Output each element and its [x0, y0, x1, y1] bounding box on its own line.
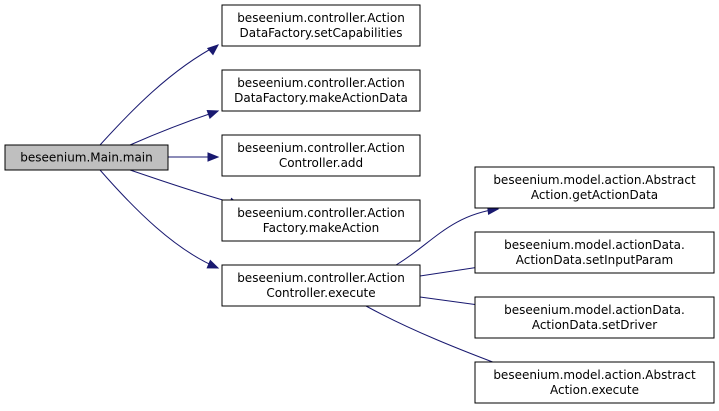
- node-box: [221, 69, 421, 112]
- node-getActionData[interactable]: beseenium.model.action.AbstractAction.ge…: [474, 166, 715, 209]
- node-label: ActionData.setInputParam: [516, 253, 674, 267]
- node-label: beseenium.model.actionData.: [504, 238, 685, 252]
- nodes-layer: beseenium.Main.main beseenium.controller.…: [4, 4, 715, 404]
- edge-line: [99, 44, 219, 146]
- node-label: Action.getActionData: [531, 188, 658, 202]
- node-execute[interactable]: beseenium.controller.ActionController.ex…: [221, 264, 421, 307]
- node-label: beseenium.Main.main: [20, 151, 153, 165]
- node-setDriver[interactable]: beseenium.model.actionData.ActionData.se…: [474, 296, 715, 339]
- node-box: [474, 166, 715, 209]
- edge-main-to-add: [168, 152, 220, 162]
- node-makeAction[interactable]: beseenium.controller.ActionFactory.makeA…: [221, 199, 421, 242]
- arrowhead: [206, 44, 220, 56]
- node-add[interactable]: beseenium.controller.ActionController.ad…: [221, 134, 421, 177]
- node-box: [221, 134, 421, 177]
- node-label: Controller.execute: [266, 286, 375, 300]
- edge-line: [99, 169, 219, 269]
- node-label: Action.execute: [550, 383, 639, 397]
- node-label: beseenium.controller.Action: [237, 141, 405, 155]
- node-label: ActionData.setDriver: [532, 318, 657, 332]
- node-label: beseenium.model.action.Abstract: [493, 368, 696, 382]
- node-label: DataFactory.makeActionData: [234, 91, 408, 105]
- node-abstractExecute[interactable]: beseenium.model.action.AbstractAction.ex…: [474, 361, 715, 404]
- arrowhead: [206, 110, 220, 119]
- edge-line: [129, 110, 219, 146]
- node-label: Factory.makeAction: [263, 221, 379, 235]
- node-label: beseenium.controller.Action: [237, 11, 405, 25]
- node-label: beseenium.model.actionData.: [504, 303, 685, 317]
- node-box: [474, 361, 715, 404]
- arrowhead: [207, 152, 220, 162]
- edge-line: [395, 208, 499, 266]
- node-box: [221, 199, 421, 242]
- node-setCapabilities[interactable]: beseenium.controller.ActionDataFactory.s…: [221, 4, 421, 47]
- node-label: DataFactory.setCapabilities: [240, 26, 403, 40]
- node-box: [221, 4, 421, 47]
- node-label: beseenium.model.action.Abstract: [493, 173, 696, 187]
- node-box: [221, 264, 421, 307]
- edge-main-to-execute: [99, 169, 220, 269]
- node-box: [474, 231, 715, 274]
- node-label: beseenium.controller.Action: [237, 76, 405, 90]
- edge-main-to-makeActionData: [129, 110, 220, 146]
- node-box: [4, 144, 169, 171]
- node-setInputParam[interactable]: beseenium.model.actionData.ActionData.se…: [474, 231, 715, 274]
- node-label: Controller.add: [279, 156, 363, 170]
- node-label: beseenium.controller.Action: [237, 206, 405, 220]
- node-label: beseenium.controller.Action: [237, 271, 405, 285]
- node-main[interactable]: beseenium.Main.main: [4, 144, 169, 171]
- node-makeActionData[interactable]: beseenium.controller.ActionDataFactory.m…: [221, 69, 421, 112]
- edge-main-to-setCapabilities: [99, 44, 220, 146]
- node-box: [474, 296, 715, 339]
- arrowhead: [206, 259, 220, 269]
